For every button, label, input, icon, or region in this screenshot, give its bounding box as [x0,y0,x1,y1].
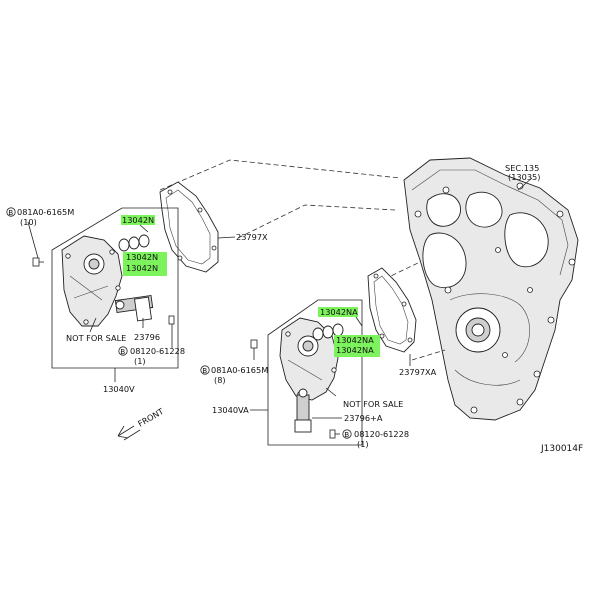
assembly-left-box [51,207,179,369]
assembly-right-box [267,299,363,446]
cover-right [279,317,339,401]
o-ring-left-3 [138,234,150,248]
solenoid-right-label: 23796+A [344,413,383,423]
highlight-13042NA-top [318,307,358,317]
o-ring-right-2 [322,325,334,339]
bolt-left-label: 081A0-6165M [17,207,74,217]
bolt-small-left-qty: (1) [134,356,146,366]
bolt-right [250,339,258,360]
part-13042NA-bot-label: 13042NA [336,345,374,355]
highlight-13042N-top [121,215,155,225]
o-ring-right-1 [312,327,324,341]
part-13042N-bot-label: 13042N [126,263,158,273]
circled-b-text-3: B [202,366,207,375]
bolt-small-right-label: 08120-61228 [354,429,409,439]
front-label: FRONT [136,406,166,429]
part-13042N-mid-label: 13042N [126,252,158,262]
circled-b-text: B [8,208,13,217]
solenoid-right [294,388,312,433]
bolt-left [27,221,44,267]
o-ring-left-2 [128,236,140,250]
part-13042N-top-label: 13042N [122,215,154,225]
sec-ref-label: SEC.135 [505,163,539,173]
gasket-left-label: 23797X [236,232,268,242]
highlight-13042NA-mid [334,335,380,357]
assembly-right-label: 13040VA [212,405,249,415]
bolt-right-label: 081A0-6165M [211,365,268,375]
bolt-small-left-label: 08120-61228 [130,346,185,356]
not-for-sale-right: NOT FOR SALE [343,399,403,409]
engine-front-cover [403,157,579,421]
circled-b-icon-3 [200,365,210,375]
o-ring-left-1 [118,238,130,252]
circled-b-text-2: B [120,347,125,356]
front-arrow-icon [117,425,141,441]
bolt-small-right-qty: (1) [357,439,369,449]
gasket-left [159,181,219,273]
circled-b-text-4: B [344,430,349,439]
drawing-id: J130014F [540,444,583,454]
circled-b-icon [6,207,16,217]
sec-ref-sub-label: (13035) [508,172,540,182]
small-bolt-left [168,315,175,325]
solenoid-left [114,295,154,322]
highlight-13042N-mid [123,252,167,276]
cover-left [61,235,123,327]
circled-b-icon-4 [342,429,352,439]
part-13042NA-top-label: 13042NA [320,307,358,317]
circled-b-icon-2 [118,346,128,356]
not-for-sale-left: NOT FOR SALE [66,333,126,343]
gasket-right [367,267,417,353]
assembly-left-label: 13040V [103,384,135,394]
gasket-right-label: 23797XA [399,367,437,377]
bolt-right-qty: (8) [214,375,226,385]
part-13042NA-mid-label: 13042NA [336,335,374,345]
small-bolt-right [329,429,336,439]
solenoid-left-label: 23796 [134,332,160,342]
bolt-left-qty: (10) [20,217,37,227]
